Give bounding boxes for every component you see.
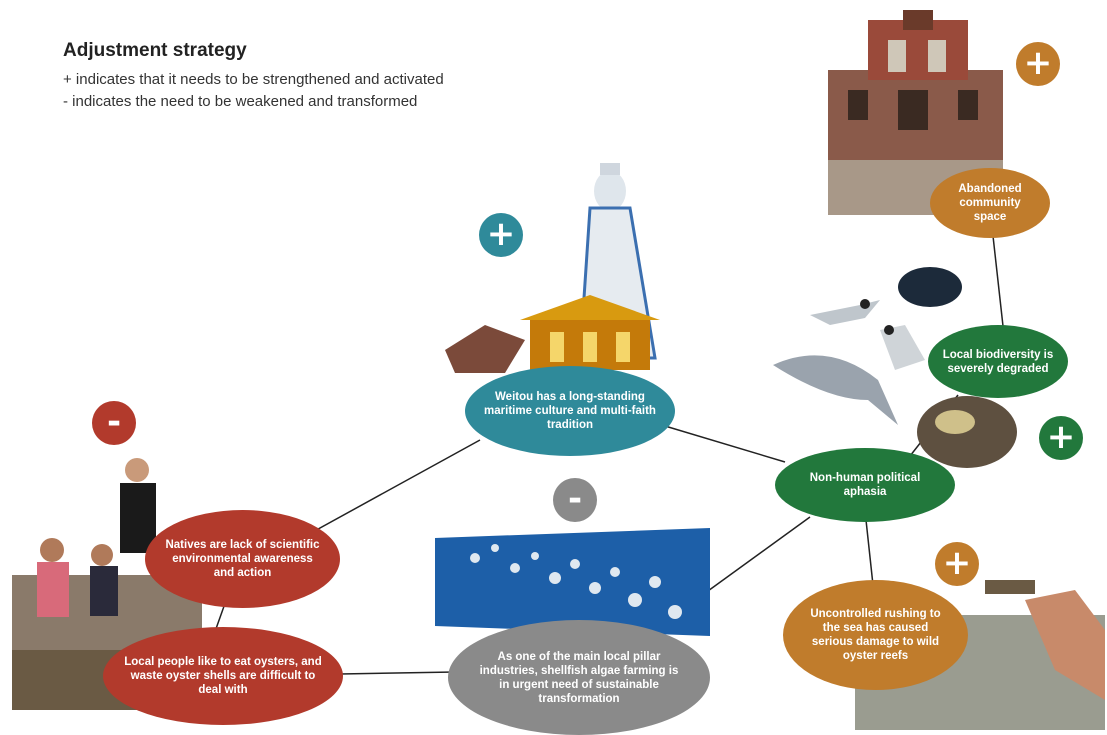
roof-tiles-image: [445, 325, 525, 373]
node-abandoned-space: Abandoned community space: [930, 168, 1050, 238]
building-image: [828, 10, 1003, 215]
plus-badge-icon: +: [479, 213, 523, 257]
node-shellfish-farming-text: As one of the main local pillar industri…: [479, 650, 679, 705]
node-oyster-waste-text: Local people like to eat oysters, and wa…: [124, 656, 322, 696]
reef-image: [917, 396, 1017, 468]
node-non-human-aphasia: Non-human political aphasia: [775, 448, 955, 522]
node-oyster-waste: Local people like to eat oysters, and wa…: [103, 627, 343, 725]
dolphin-image: [773, 355, 898, 425]
bird-image-2: [880, 325, 925, 370]
plus-badge-icon: +: [935, 542, 979, 586]
plus-badge-icon: +: [1016, 42, 1060, 86]
bivalve-image: [898, 267, 962, 307]
oyster-farm-image: [435, 528, 710, 636]
node-oyster-reef-damage: Uncontrolled rushing to the sea has caus…: [783, 580, 968, 690]
legend: Adjustment strategy + indicates that it …: [63, 40, 444, 113]
minus-badge-icon: -: [553, 478, 597, 522]
node-natives-awareness: Natives are lack of scientific environme…: [145, 510, 340, 608]
node-biodiversity-text: Local biodiversity is severely degraded: [942, 348, 1054, 375]
plus-badge-icon: +: [1039, 416, 1083, 460]
node-maritime-culture: Weitou has a long-standing maritime cult…: [465, 366, 675, 456]
node-biodiversity: Local biodiversity is severely degraded: [928, 325, 1068, 398]
legend-title: Adjustment strategy: [63, 40, 247, 61]
node-shellfish-farming: As one of the main local pillar industri…: [448, 620, 710, 735]
node-natives-awareness-text: Natives are lack of scientific environme…: [165, 539, 320, 579]
node-non-human-aphasia-text: Non-human political aphasia: [809, 472, 921, 498]
node-maritime-culture-text: Weitou has a long-standing maritime cult…: [484, 391, 656, 431]
link-biodiversity-abandoned: [992, 235, 1004, 327]
link-oysters-shellfish: [339, 671, 456, 675]
legend-minus-line: - indicates the need to be weakened and …: [63, 93, 418, 110]
bird-image: [810, 299, 880, 325]
legend-plus-line: + indicates that it needs to be strength…: [63, 71, 444, 88]
node-oyster-reef-damage-text: Uncontrolled rushing to the sea has caus…: [810, 608, 941, 662]
link-maritime-aphasia: [664, 425, 786, 463]
temple-image: [520, 295, 660, 370]
link-shellfish-aphasia: [689, 516, 811, 605]
link-aphasia-rushing: [865, 519, 874, 586]
minus-badge-icon: -: [92, 401, 136, 445]
node-abandoned-space-text: Abandoned community space: [958, 183, 1022, 223]
